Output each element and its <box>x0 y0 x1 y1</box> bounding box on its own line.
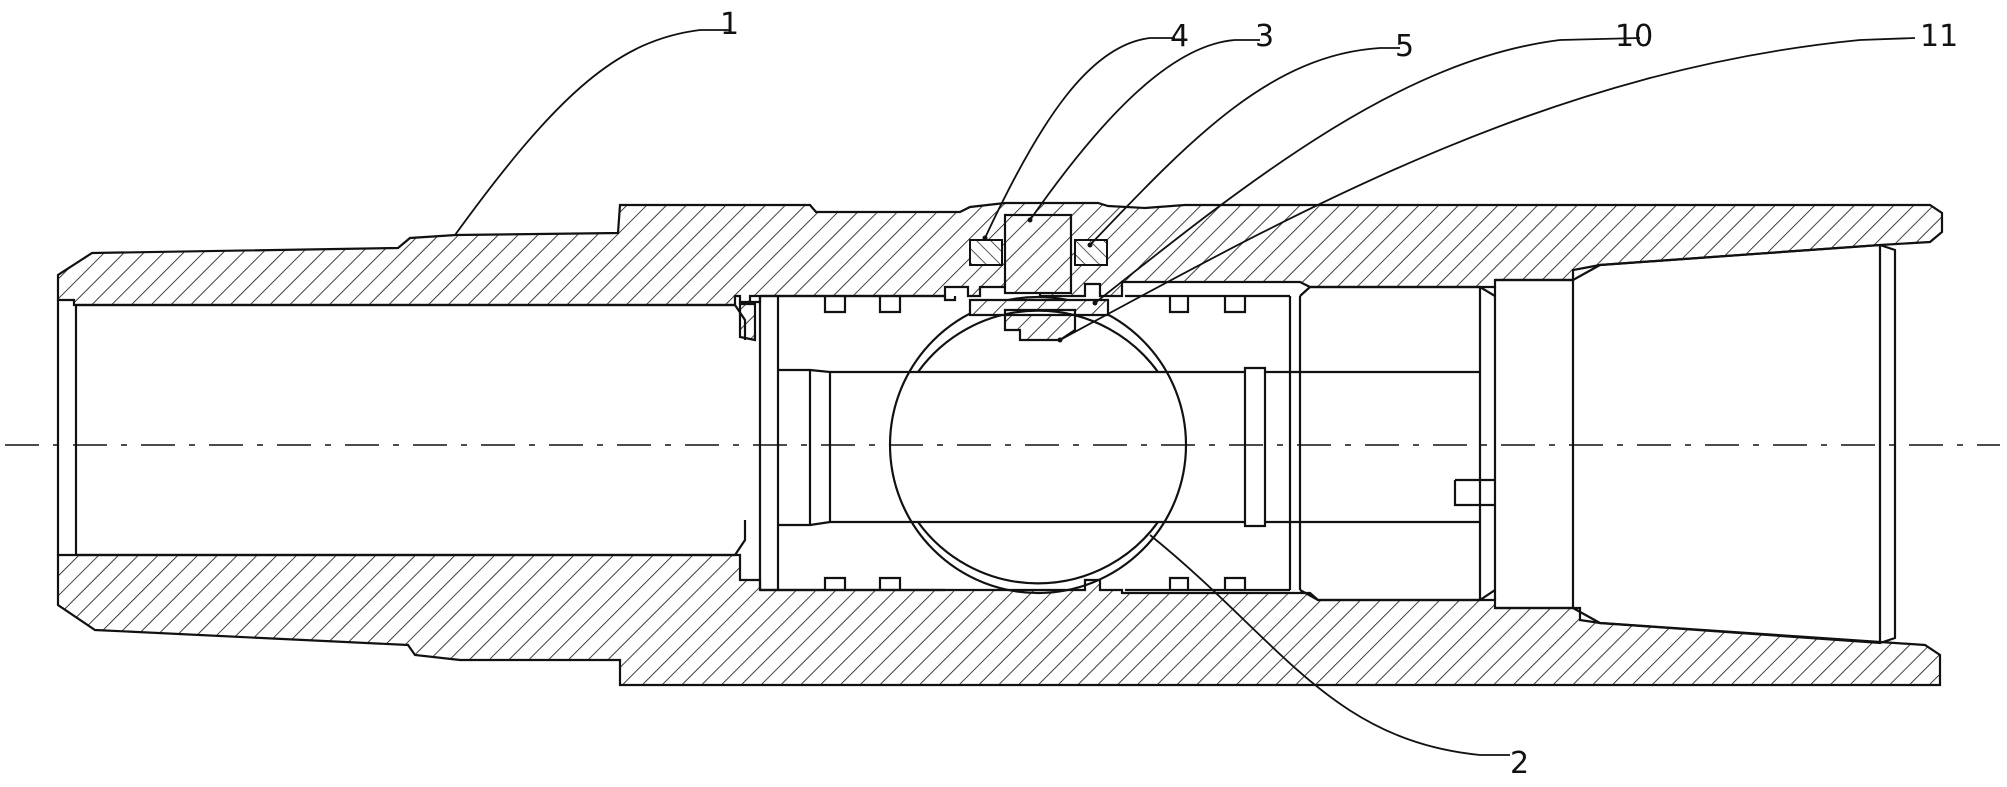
callout-1: 1 <box>720 7 739 42</box>
seal-part-4 <box>969 239 1003 266</box>
pin-end-outline <box>56 300 78 555</box>
callout-4: 4 <box>1170 19 1189 54</box>
callout-2: 2 <box>1510 746 1529 781</box>
stem-part-3 <box>1003 213 1073 295</box>
leader-3 <box>1029 39 1260 221</box>
callout-5: 5 <box>1395 29 1414 64</box>
leader-5 <box>1089 47 1400 246</box>
left-seat-sleeve <box>758 296 918 590</box>
left-sleeve-slots-bottom <box>823 576 902 590</box>
right-bore-taper <box>1495 243 1897 645</box>
callout-11: 11 <box>1920 19 1958 54</box>
lower-body-bore-edge <box>76 520 747 557</box>
leader-dot-11 <box>1057 337 1063 343</box>
left-sleeve-slots-top <box>823 296 902 314</box>
right-sleeve-slots-bottom <box>1168 576 1247 590</box>
right-coupling <box>1299 285 1497 602</box>
leader-dot-4 <box>982 235 988 241</box>
leader-dot-10 <box>1092 300 1098 306</box>
stem-plate-10 <box>968 298 1110 317</box>
lower-body-wall <box>56 553 1942 687</box>
callout-3: 3 <box>1255 19 1274 54</box>
callout-10: 10 <box>1615 19 1653 54</box>
upper-body-wall <box>56 201 1944 342</box>
leader-11 <box>1059 37 1916 341</box>
leader-10 <box>1094 37 1641 304</box>
leader-2 <box>1149 534 1510 756</box>
ball-arc-bottom <box>917 521 1159 585</box>
left-sleeve-outer <box>760 294 957 592</box>
right-seat-sleeve <box>1125 294 1302 592</box>
stem-key-11 <box>1003 313 1077 342</box>
ball-bore <box>918 372 1158 522</box>
leader-4 <box>984 37 1175 239</box>
leader-1 <box>454 29 730 236</box>
leader-dot-3 <box>1027 217 1033 223</box>
leader-dot-5 <box>1087 242 1093 248</box>
ball-bore-edges <box>918 370 1158 524</box>
right-sleeve-slots-top <box>1168 296 1247 314</box>
upper-body-bore-edge <box>76 303 747 340</box>
